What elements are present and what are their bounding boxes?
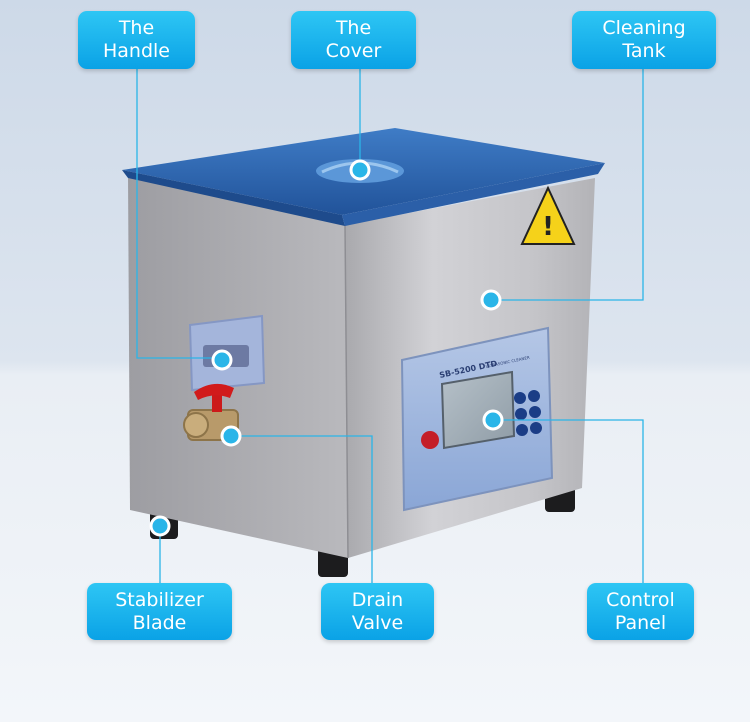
marker-dots xyxy=(149,159,504,537)
svg-text:!: ! xyxy=(542,212,554,242)
valve-lever xyxy=(194,383,234,400)
leader-drain xyxy=(233,435,373,583)
label-cover: The Cover xyxy=(291,11,416,69)
lcd-display xyxy=(440,370,516,450)
leader-panel xyxy=(495,419,644,583)
label-handle: The Handle xyxy=(78,11,195,69)
dot-cover xyxy=(349,159,371,181)
dot-stabilizer xyxy=(149,515,171,537)
dot-drain xyxy=(220,425,242,447)
label-cleaning-tank: Cleaning Tank xyxy=(572,11,716,69)
label-stabilizer-blade: Stabilizer Blade xyxy=(87,583,232,640)
label-drain-valve: Drain Valve xyxy=(321,583,434,640)
warning-sticker xyxy=(520,185,576,245)
label-control-panel: Control Panel xyxy=(587,583,694,640)
leader-handle xyxy=(136,68,222,359)
leader-tank xyxy=(491,68,644,301)
leader-lines xyxy=(136,68,644,583)
dot-handle xyxy=(211,349,233,371)
power-button xyxy=(421,431,439,449)
dot-panel xyxy=(482,409,504,431)
dot-tank xyxy=(480,289,502,311)
